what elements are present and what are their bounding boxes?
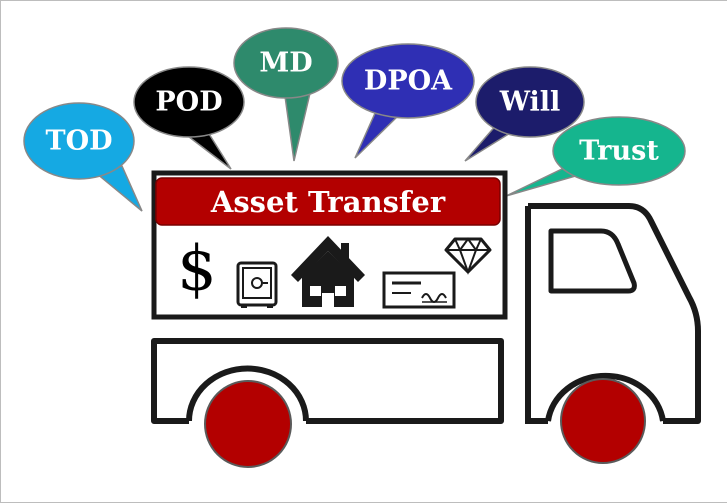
dollar-icon: $	[177, 232, 216, 305]
bubble-tod-label: TOD	[45, 126, 112, 157]
bubble-pod-body	[133, 66, 245, 138]
bubble-dpoa: DPOA	[341, 43, 475, 159]
banner-label: Asset Transfer	[210, 185, 446, 219]
diamond-icon	[444, 237, 492, 275]
truck-chassis	[151, 338, 504, 424]
check-icon	[382, 271, 456, 309]
bubble-will: Will	[464, 66, 585, 162]
cab-window	[548, 228, 637, 294]
bubble-md: MD	[233, 27, 339, 162]
bubble-tod-body	[23, 102, 135, 180]
bubble-pod-label: POD	[155, 87, 222, 118]
rear-wheel	[204, 380, 292, 468]
bubble-dpoa-body	[341, 43, 475, 119]
rear-wheel-arch	[186, 365, 309, 422]
front-wheel	[560, 378, 646, 464]
house-icon	[291, 236, 365, 307]
bubble-md-label: MD	[259, 48, 312, 79]
bubble-trust-body	[552, 116, 686, 186]
bubble-dpoa-label: DPOA	[364, 66, 453, 97]
bubble-will-label: Will	[499, 87, 561, 118]
bubble-trust: Trust	[505, 116, 686, 197]
bubble-trust-label: Trust	[579, 136, 659, 167]
truck-cab-back	[525, 206, 548, 424]
asset-transfer-banner	[155, 177, 501, 226]
bubble-tod: TOD	[23, 102, 143, 212]
bubble-pod: POD	[133, 66, 245, 170]
bubble-will-body	[475, 66, 585, 138]
bubble-md-body	[233, 27, 339, 99]
truck-cab	[528, 203, 701, 424]
bubble-dpoa-shape	[354, 110, 403, 159]
bubble-md-shape	[283, 88, 312, 162]
safe-icon	[236, 261, 278, 308]
front-wheel-arch	[545, 372, 666, 422]
